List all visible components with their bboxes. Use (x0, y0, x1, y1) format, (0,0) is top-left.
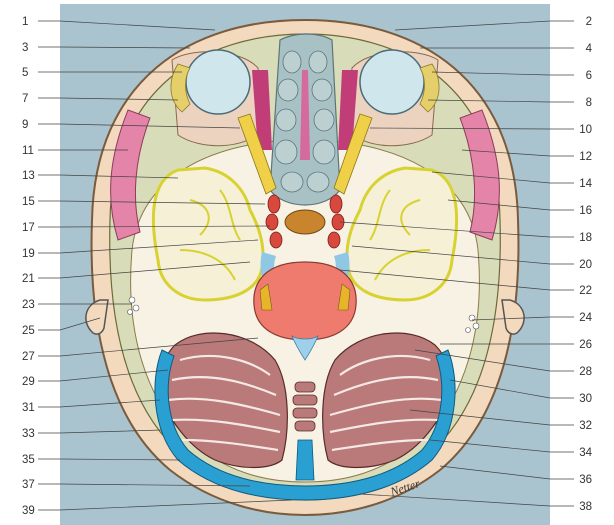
label-4: 4 (586, 43, 593, 55)
label-1: 1 (22, 16, 28, 28)
label-7: 7 (22, 93, 28, 105)
label-2: 2 (586, 16, 592, 28)
label-22: 22 (579, 285, 592, 297)
label-32: 32 (579, 420, 592, 432)
label-38: 38 (579, 501, 592, 513)
label-35: 35 (22, 454, 35, 466)
label-5: 5 (22, 67, 28, 79)
eyeball-left (186, 50, 250, 114)
eyeball-right (360, 50, 424, 114)
label-33: 33 (22, 428, 35, 440)
label-27: 27 (22, 351, 35, 363)
label-15: 15 (22, 196, 35, 208)
label-39: 39 (22, 505, 35, 517)
label-30: 30 (579, 393, 592, 405)
label-13: 13 (22, 170, 35, 182)
label-18: 18 (579, 232, 592, 244)
pituitary-gland (285, 210, 325, 234)
label-21: 21 (22, 273, 35, 285)
label-23: 23 (22, 299, 35, 311)
straight-sinus (296, 440, 314, 480)
label-14: 14 (579, 178, 592, 190)
label-29: 29 (22, 376, 35, 388)
label-10: 10 (579, 124, 592, 136)
label-17: 17 (22, 222, 35, 234)
label-26: 26 (579, 339, 592, 351)
label-28: 28 (579, 366, 592, 378)
label-34: 34 (579, 447, 592, 459)
label-9: 9 (22, 119, 28, 131)
label-19: 19 (22, 248, 35, 260)
label-6: 6 (586, 70, 592, 82)
label-3: 3 (22, 42, 28, 54)
label-8: 8 (586, 97, 592, 109)
label-36: 36 (579, 474, 592, 486)
label-25: 25 (22, 325, 35, 337)
label-20: 20 (579, 259, 592, 271)
label-11: 11 (22, 145, 34, 157)
label-24: 24 (579, 312, 592, 324)
label-37: 37 (22, 479, 35, 491)
label-16: 16 (579, 205, 592, 217)
label-31: 31 (22, 402, 35, 414)
label-12: 12 (579, 151, 592, 163)
